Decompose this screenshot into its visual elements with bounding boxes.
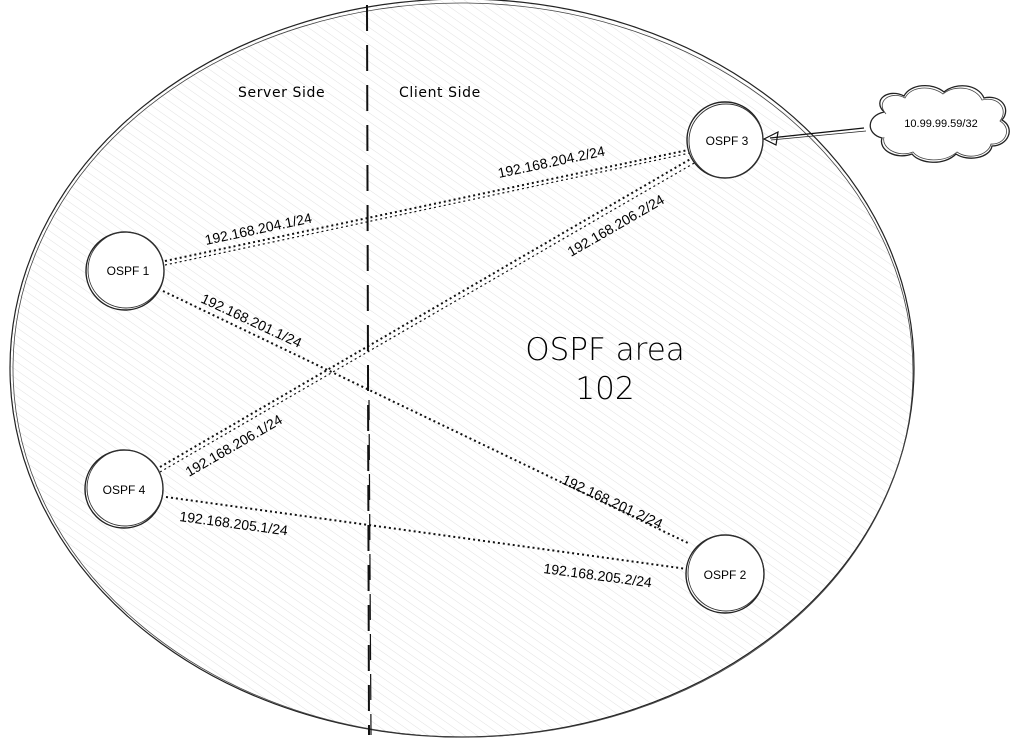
external-route-cloud[interactable]: 10.99.99.59/32 xyxy=(869,85,1010,163)
router-ospf4[interactable]: OSPF 4 xyxy=(84,449,164,529)
server-side-label: Server Side xyxy=(238,85,325,101)
links-group xyxy=(159,149,697,570)
server-client-divider xyxy=(366,4,372,736)
ospf-area-boundary xyxy=(9,0,915,738)
router-label-ospf2: OSPF 2 xyxy=(704,568,747,582)
cloud-label: 10.99.99.59/32 xyxy=(904,118,977,130)
area-title-line1: OSPF area xyxy=(525,332,685,368)
router-ospf2[interactable]: OSPF 2 xyxy=(685,534,765,614)
router-ospf3[interactable]: OSPF 3 xyxy=(686,101,764,179)
router-label-ospf3: OSPF 3 xyxy=(706,134,749,148)
router-ospf1[interactable]: OSPF 1 xyxy=(85,231,165,311)
cloud-to-ospf3-arrow xyxy=(762,127,867,146)
router-label-ospf4: OSPF 4 xyxy=(103,483,146,497)
link-ospf1-ospf3 xyxy=(164,149,689,262)
client-side-label: Client Side xyxy=(399,85,481,101)
area-title-line2: 102 xyxy=(575,371,634,407)
link-ospf4-ospf3 xyxy=(159,161,697,473)
router-label-ospf1: OSPF 1 xyxy=(107,264,150,278)
